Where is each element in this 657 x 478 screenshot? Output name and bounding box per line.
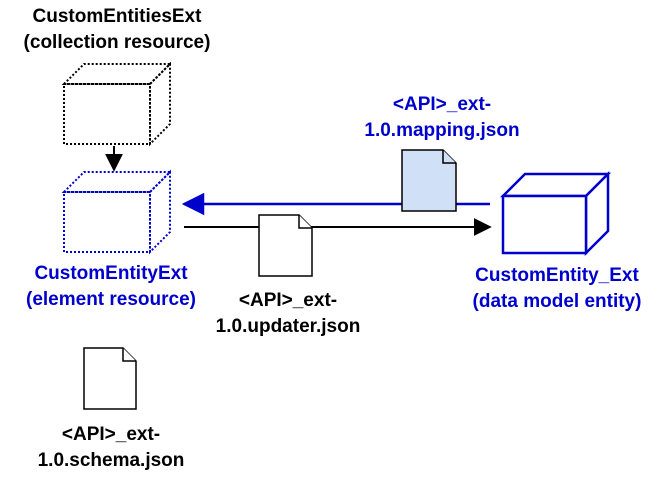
element-resource-label: CustomEntityExt (element resource) [26, 261, 196, 313]
updater-document-icon [258, 214, 313, 277]
data-model-entity-name: CustomEntity_Ext [475, 265, 639, 286]
mapping-file-name-part1: <API>_ext- [392, 94, 492, 115]
collection-resource-name: CustomEntitiesExt [32, 6, 202, 27]
updater-file-name-part1: <API>_ext- [238, 290, 338, 311]
schema-file-name-part1: <API>_ext- [61, 424, 161, 445]
element-resource-type: (element resource) [25, 289, 197, 310]
data-model-entity-type: (data model entity) [472, 291, 642, 312]
mapping-file-label: <API>_ext- 1.0.mapping.json [364, 92, 519, 144]
schema-file-name-part2: 1.0.schema.json [37, 450, 185, 471]
schema-document-icon [83, 347, 137, 410]
updater-file-label: <API>_ext- 1.0.updater.json [216, 288, 361, 340]
collection-resource-cube [61, 61, 173, 147]
updater-file-name-part2: 1.0.updater.json [215, 316, 361, 337]
element-resource-name: CustomEntityExt [34, 263, 188, 284]
collection-resource-type: (collection resource) [23, 32, 211, 53]
element-resource-cube [61, 169, 173, 255]
mapping-document-icon [401, 149, 457, 212]
collection-resource-label: CustomEntitiesExt (collection resource) [24, 4, 211, 56]
data-model-entity-label: CustomEntity_Ext (data model entity) [473, 263, 642, 315]
mapping-file-name-part2: 1.0.mapping.json [364, 120, 520, 141]
data-model-entity-cube [499, 170, 612, 257]
schema-file-label: <API>_ext- 1.0.schema.json [38, 422, 185, 474]
